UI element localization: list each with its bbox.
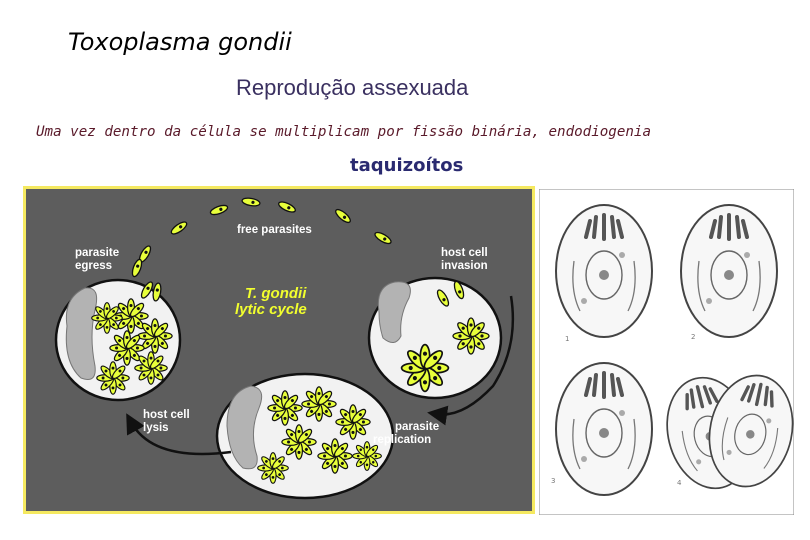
replication-label-1: parasite [395,421,439,433]
lytic-cycle-figure: free parasites parasite egress host cell… [23,186,535,514]
sketch-panel-2 [681,205,777,337]
lysis-label-1: host cell [143,409,190,421]
lysis-label-2: lysis [143,422,169,434]
panel-number-1: 1 [565,335,569,343]
sketch-panel-1 [556,205,652,337]
tachyzoites-label: taquizoítos [350,155,463,176]
panel-number-4: 4 [677,479,682,487]
host-cell-lysis [217,374,393,498]
free-parasites-label: free parasites [237,224,312,236]
endodyogeny-figure: 1 2 3 4 [539,189,794,515]
invasion-label-1: host cell [441,247,488,259]
panel-number-3: 3 [551,477,555,485]
cycle-title-line1: T. gondii [245,285,307,302]
slide-title: Toxoplasma gondii [68,28,292,56]
panel-number-2: 2 [691,333,695,341]
host-cell-egress [56,280,180,400]
sketch-panel-3 [556,363,652,495]
egress-label-1: parasite [75,247,119,259]
replication-label-2: replication [373,434,431,446]
slide-subtitle: Reprodução assexuada [236,75,468,101]
invasion-label-2: invasion [441,260,488,272]
description-text: Uma vez dentro da célula se multiplicam … [36,124,651,140]
cycle-title-line2: lytic cycle [235,301,307,318]
egress-label-2: egress [75,260,112,272]
